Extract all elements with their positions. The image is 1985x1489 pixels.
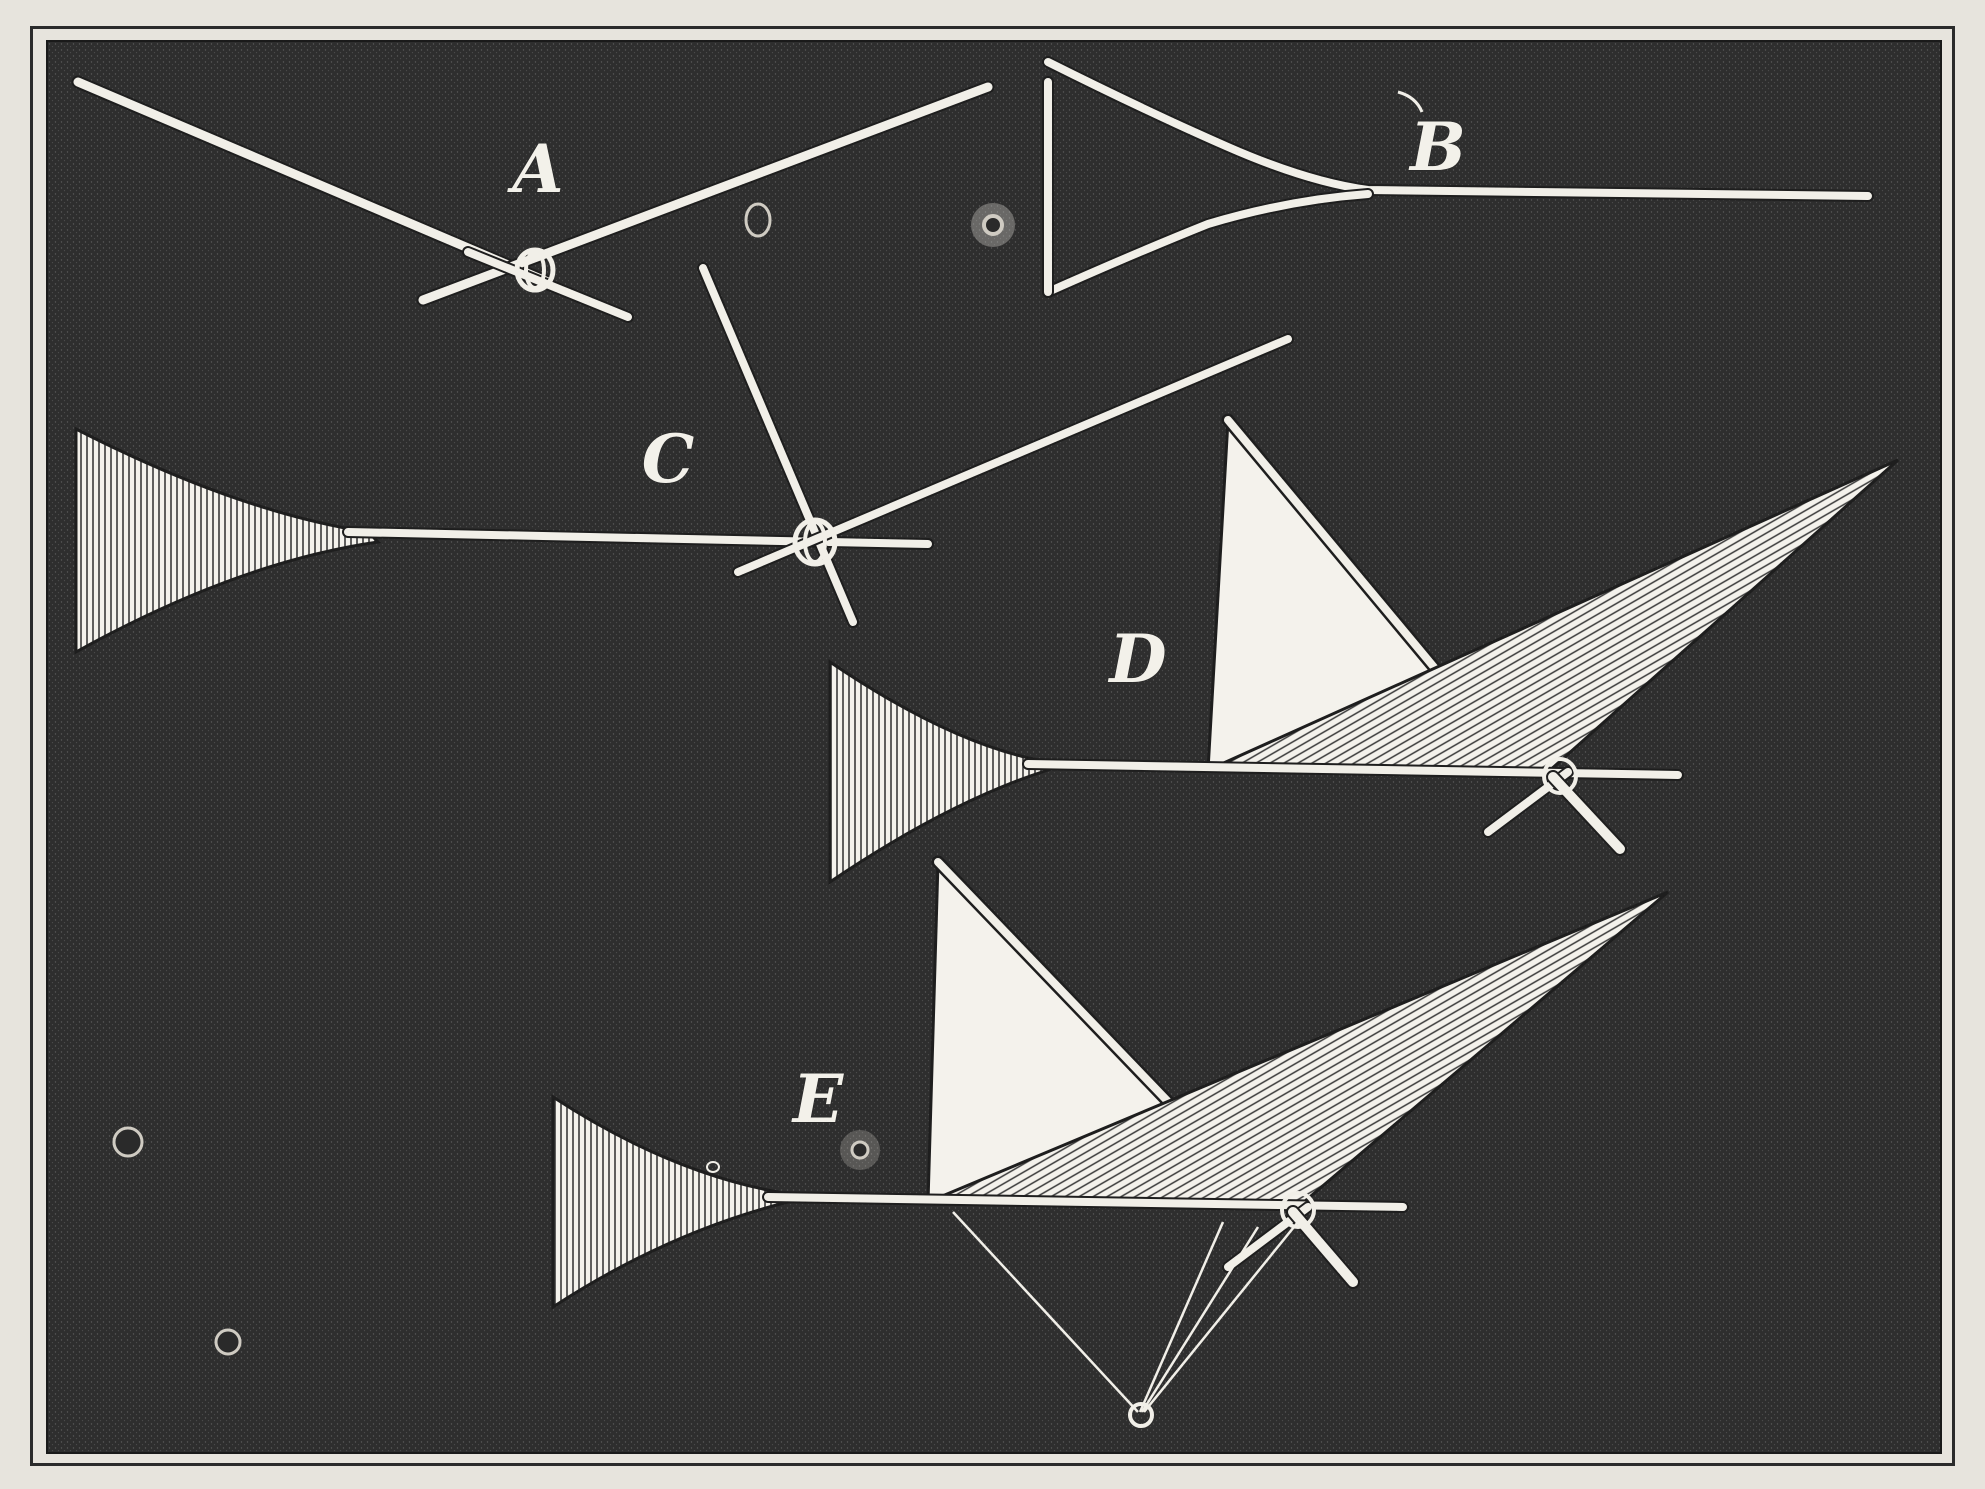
figure-a	[71, 75, 995, 323]
knot-a	[514, 247, 556, 293]
bridle-ring	[1128, 1402, 1154, 1428]
engraving: A B C D E	[48, 42, 1940, 1452]
holes	[112, 202, 1015, 1356]
figure-d	[828, 413, 1899, 885]
knot-d	[1542, 757, 1578, 795]
knot-e	[1280, 1191, 1316, 1229]
figure-b	[1042, 56, 1874, 298]
label-b: B	[1408, 108, 1466, 186]
figure-c	[74, 262, 1294, 655]
label-a: A	[506, 130, 563, 208]
engraving-frame: A B C D E	[46, 40, 1942, 1454]
knot-c	[792, 517, 838, 567]
label-d: D	[1107, 620, 1166, 698]
figure-e	[551, 855, 1669, 1428]
bridle-lines	[952, 1211, 1299, 1413]
label-e: E	[791, 1060, 845, 1138]
label-c: C	[642, 420, 695, 498]
